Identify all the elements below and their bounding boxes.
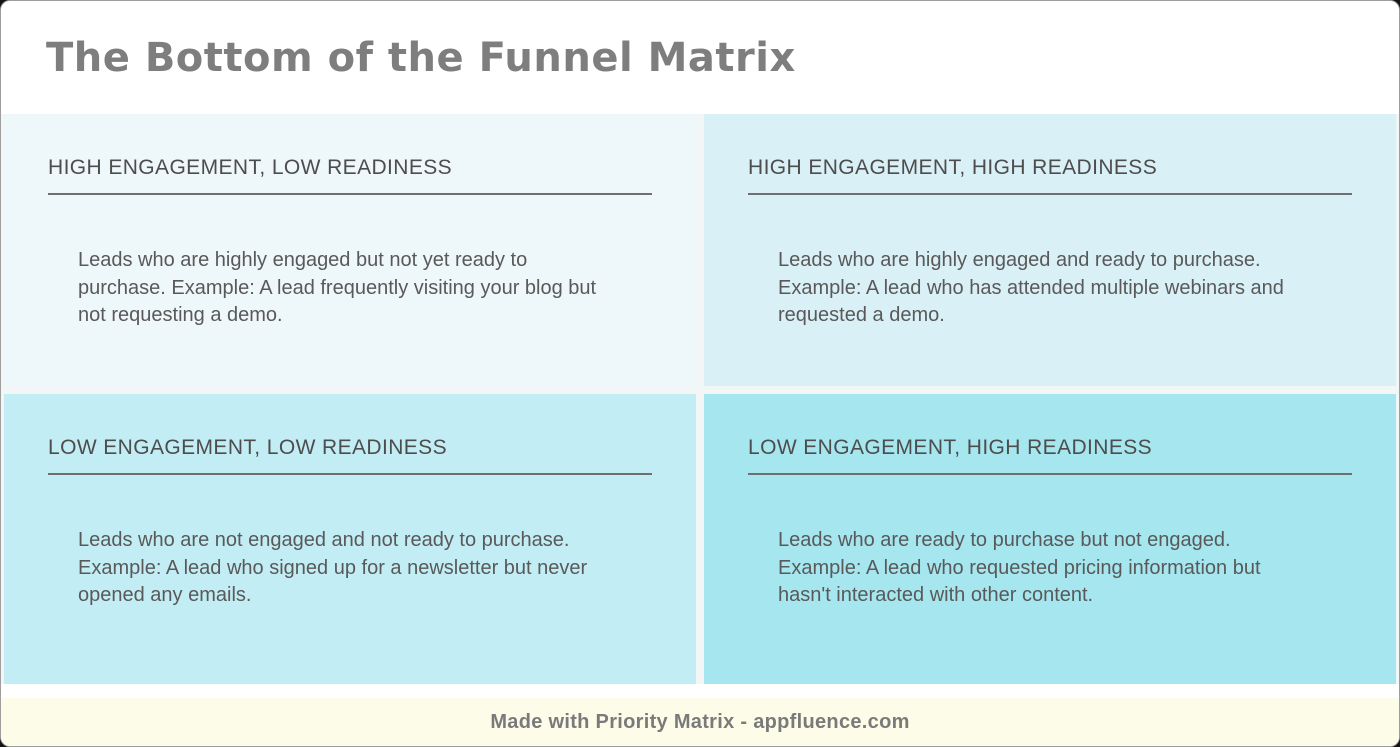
- quadrant-description: Leads who are highly engaged and ready t…: [778, 249, 1284, 326]
- quadrant-title: LOW ENGAGEMENT, HIGH READINESS: [748, 436, 1352, 475]
- quadrant-title: HIGH ENGAGEMENT, HIGH READINESS: [748, 156, 1352, 195]
- quadrant-description: Leads who are highly engaged but not yet…: [78, 249, 597, 326]
- quadrant-low-engagement-high-readiness: LOW ENGAGEMENT, HIGH READINESS Leads who…: [704, 394, 1396, 684]
- title-bar: The Bottom of the Funnel Matrix: [1, 1, 1399, 114]
- quadrant-high-engagement-high-readiness: HIGH ENGAGEMENT, HIGH READINESS Leads wh…: [704, 114, 1396, 386]
- page-title: The Bottom of the Funnel Matrix: [46, 34, 796, 81]
- footer-spacer: [1, 684, 1399, 698]
- quadrant-description: Leads who are not engaged and not ready …: [78, 529, 588, 606]
- quadrant-high-engagement-low-readiness: HIGH ENGAGEMENT, LOW READINESS Leads who…: [4, 114, 696, 386]
- quadrant-low-engagement-low-readiness: LOW ENGAGEMENT, LOW READINESS Leads who …: [4, 394, 696, 684]
- quadrant-title: LOW ENGAGEMENT, LOW READINESS: [48, 436, 652, 475]
- matrix-grid: HIGH ENGAGEMENT, LOW READINESS Leads who…: [1, 114, 1399, 684]
- footer-credit: Made with Priority Matrix - appfluence.c…: [490, 710, 910, 733]
- quadrant-description: Leads who are ready to purchase but not …: [778, 529, 1261, 606]
- quadrant-title: HIGH ENGAGEMENT, LOW READINESS: [48, 156, 652, 195]
- footer: Made with Priority Matrix - appfluence.c…: [1, 698, 1399, 746]
